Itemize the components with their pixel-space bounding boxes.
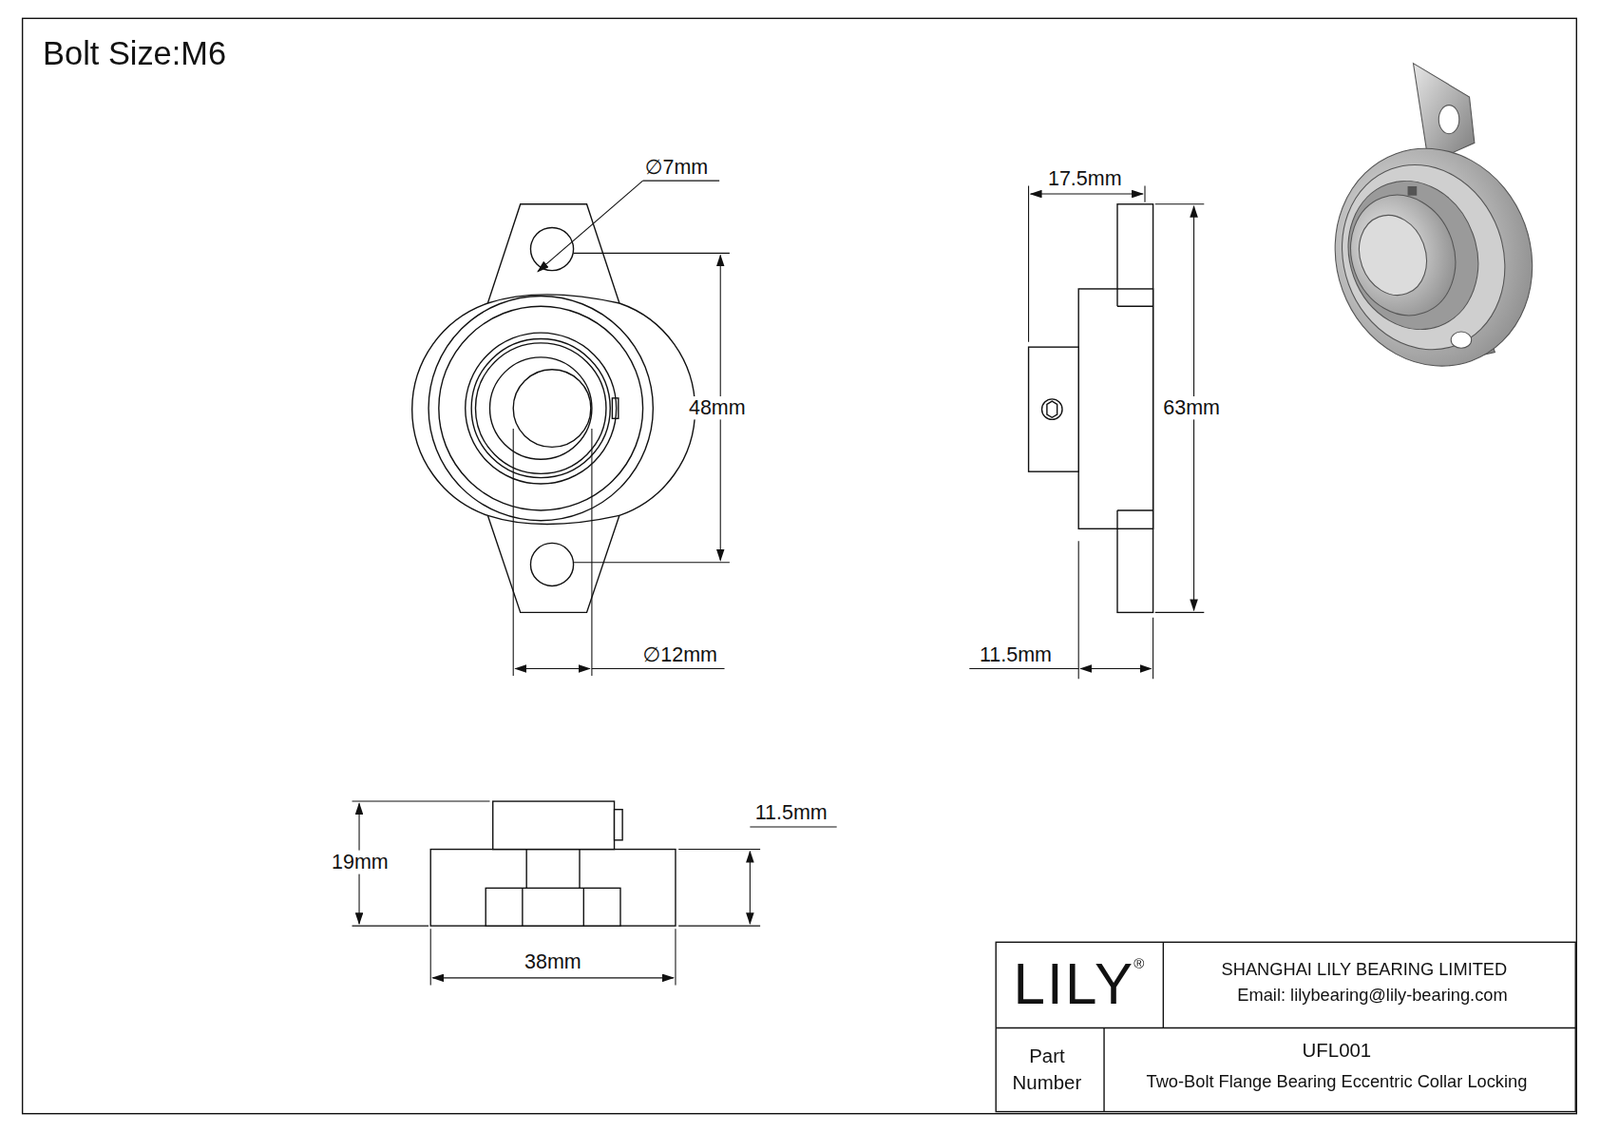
- dimension-label: 48mm: [686, 396, 748, 420]
- dimension-label: 17.5mm: [1046, 167, 1124, 191]
- side-dimensions: [969, 185, 1204, 679]
- part-number: UFL001: [1302, 1038, 1372, 1061]
- trademark-sign: ®: [1133, 954, 1144, 972]
- front-dimensions: [513, 180, 730, 676]
- dimension-label: 38mm: [522, 950, 584, 974]
- dimension-label: 11.5mm: [977, 643, 1054, 667]
- title-block: [995, 941, 1576, 1111]
- front-view: [412, 204, 696, 613]
- isometric-render: [1304, 63, 1562, 395]
- dimension-label: 19mm: [329, 850, 391, 875]
- company-logo: LILY: [1012, 951, 1135, 1017]
- dimension-label: 63mm: [1161, 396, 1222, 420]
- company-name: SHANGHAI LILY BEARING LIMITED: [1221, 959, 1508, 980]
- bottom-dimensions: [352, 800, 838, 985]
- sheet-border: [22, 18, 1578, 1113]
- table-header: Part Number: [1006, 1043, 1088, 1096]
- dimension-label: 11.5mm: [753, 800, 830, 825]
- part-description: Two-Bolt Flange Bearing Eccentric Collar…: [1145, 1071, 1527, 1092]
- bottom-view: [430, 800, 676, 926]
- side-view: [1028, 204, 1154, 613]
- sheet-title: Bolt Size:M6: [42, 35, 227, 74]
- dimension-label: ∅7mm: [643, 154, 711, 179]
- company-email: Email: lilybearing@lily-bearing.com: [1237, 984, 1507, 1005]
- dimension-label: ∅12mm: [640, 643, 720, 667]
